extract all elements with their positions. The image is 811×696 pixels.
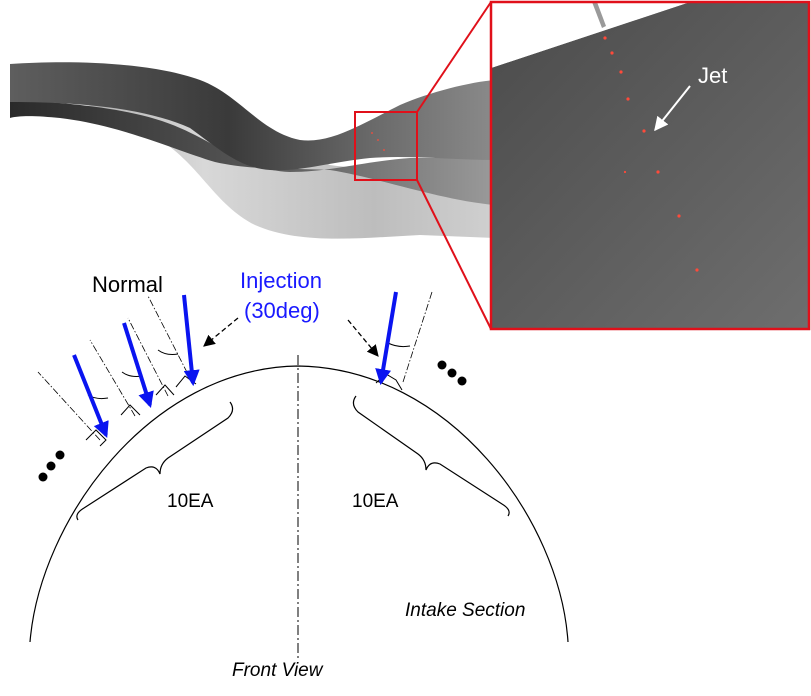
zoom-source-box [354, 111, 418, 181]
jet-pointer-arrow [654, 85, 691, 132]
duct-jet-dot [377, 139, 379, 141]
angle-arcs [87, 342, 411, 400]
front-view-label: Front View [232, 660, 324, 681]
injection-arrow [182, 294, 200, 387]
count-label-left: 10EA [167, 491, 214, 512]
injection-arrow [122, 322, 154, 409]
injection-label-line2: (30deg) [244, 298, 320, 323]
duct-jet-dot [383, 149, 385, 151]
injection-arrow [72, 354, 109, 438]
intake-section-label: Intake Section [405, 600, 525, 621]
ellipsis-dots-left [38, 450, 65, 482]
zoom-inset [489, 0, 811, 331]
jet-dots [603, 36, 699, 272]
normal-label: Normal [92, 272, 163, 297]
injection-arrows [72, 291, 398, 438]
count-label-right: 10EA [352, 491, 399, 512]
brace-left [76, 401, 234, 521]
injection-pointer-right [347, 319, 379, 357]
duct-jet-dot [371, 132, 373, 134]
zoom-inset-frame [489, 0, 811, 331]
slot-marks [85, 373, 403, 447]
front-view-section [29, 355, 569, 660]
brace-right [352, 395, 510, 517]
zoom-connector-bottom [416, 179, 492, 330]
normal-lines-right [402, 291, 433, 383]
normal-lines-left [37, 295, 194, 441]
injection-arrow [375, 291, 398, 386]
injection-label-line1: Injection [240, 268, 322, 293]
zoom-connector-top [416, 1, 492, 113]
ellipsis-dots-right [437, 360, 467, 386]
injection-pointer-left [203, 317, 239, 347]
intake-duct-render [10, 62, 495, 239]
intake-outline [29, 365, 569, 643]
jet-label: Jet [698, 63, 727, 88]
